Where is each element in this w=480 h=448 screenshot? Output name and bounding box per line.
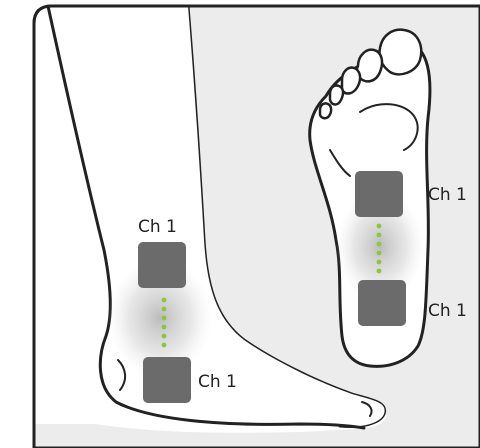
leg-lower-pad-label: Ch 1 [198,372,237,392]
sole-lower-pad [358,280,406,326]
sole-upper-pad [355,171,403,217]
leg-upper-pad [138,242,186,288]
leg-lower-pad [143,357,191,403]
sole-upper-pad-label: Ch 1 [428,185,467,205]
leg-upper-pad-label: Ch 1 [138,217,177,237]
sole-lower-pad-label: Ch 1 [428,301,467,321]
